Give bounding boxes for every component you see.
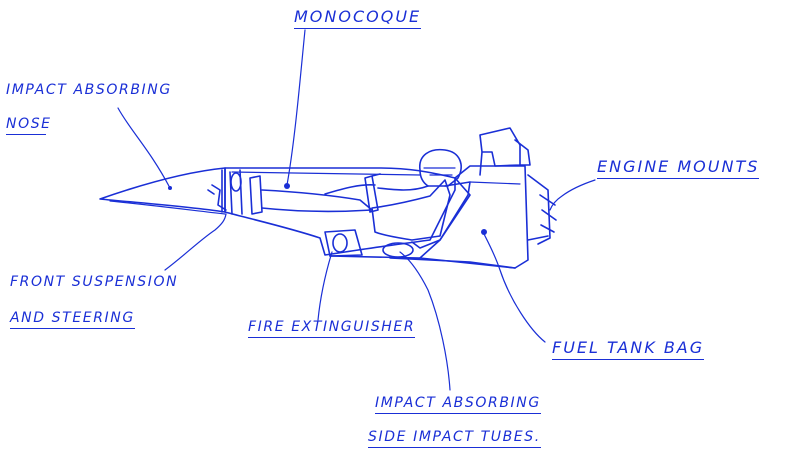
leader-engine (549, 179, 596, 211)
nose-lower-line (109, 200, 226, 215)
monocoque-callout-dot (284, 183, 290, 189)
undertray (329, 255, 516, 269)
leader-front-suspension (164, 213, 227, 271)
label-impact-nose-line2: NOSE (6, 117, 50, 135)
leader-side-impact (399, 251, 451, 391)
label-front-suspension-line1: FRONT SUSPENSION (10, 274, 179, 290)
leader-fire-extinguisher (317, 251, 333, 321)
roll-hoop (479, 127, 521, 176)
helmet-visor (423, 167, 456, 176)
label-fire-extinguisher: FIRE EXTINGUISHER (248, 320, 416, 338)
steering-wheel (364, 173, 381, 213)
engine-mount-hatch (539, 194, 557, 233)
leader-monocoque (286, 29, 306, 186)
fire-extinguisher-bottle (332, 233, 348, 253)
fuel-cell (419, 165, 529, 269)
label-engine-mounts: ENGINE MOUNTS (597, 159, 760, 179)
label-side-impact-line1: IMPACT ABSORBING (375, 396, 541, 414)
label-side-impact-line2: SIDE IMPACT TUBES. (368, 430, 541, 448)
side-impact-pod (324, 229, 363, 257)
leader-fuel (483, 233, 546, 343)
engine-mount-arms (527, 174, 551, 245)
driver-torso (371, 179, 451, 241)
driver-legs (261, 189, 373, 213)
monocoque-upper-edge (231, 171, 421, 176)
steering-detail (230, 172, 242, 192)
fuel-callout-dot (481, 229, 487, 235)
label-front-suspension-line2: AND STEERING (10, 311, 135, 329)
driver-helmet (419, 148, 462, 187)
suspension-pedal (207, 184, 227, 211)
fuel-cell-inner (469, 181, 521, 185)
driver-knees (324, 184, 376, 195)
driver-arm (377, 185, 429, 191)
label-fuel-tank-bag: FUEL TANK BAG (552, 340, 705, 360)
pedal-box (249, 175, 263, 215)
label-impact-nose-line1: IMPACT ABSORBING (6, 82, 172, 98)
airbox (514, 139, 531, 166)
monocoque-body (224, 167, 456, 256)
leader-nose (117, 107, 171, 189)
label-monocoque: MONOCOQUE (294, 9, 422, 29)
driver-seat (411, 181, 471, 249)
